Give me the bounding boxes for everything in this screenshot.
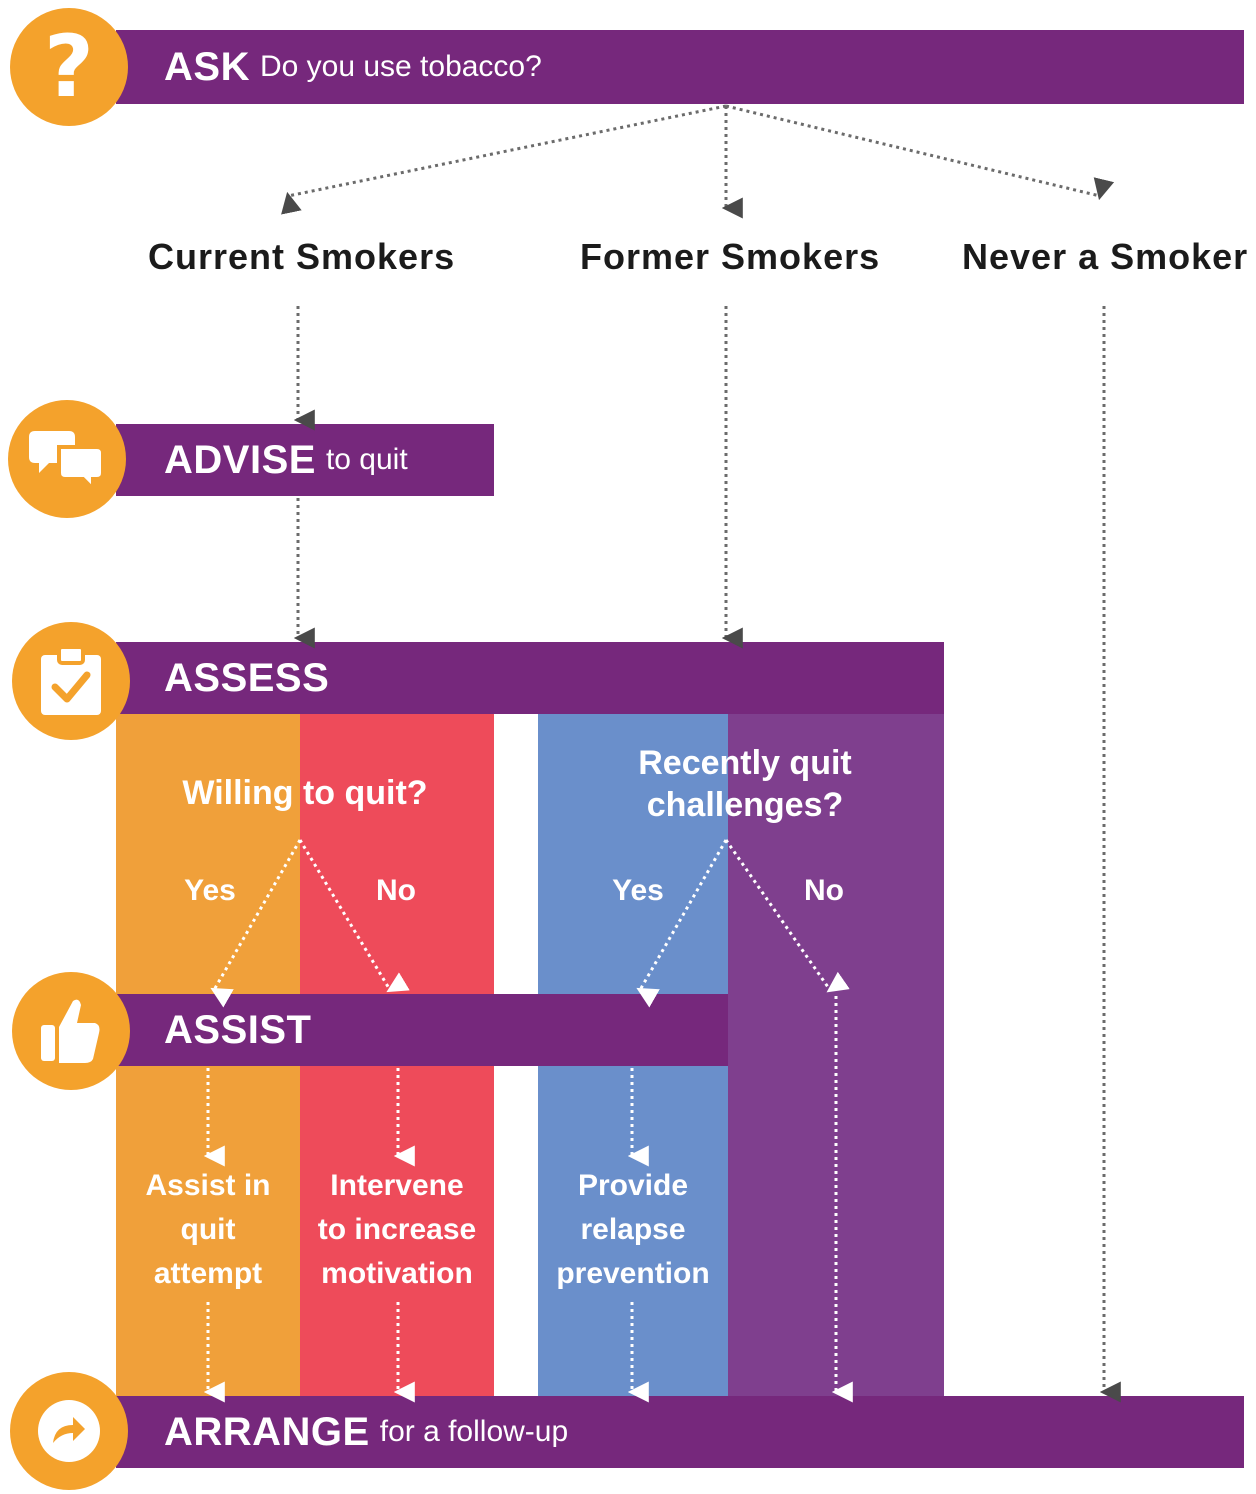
thumbs-up-icon (41, 999, 100, 1063)
speech-bubbles-icon (29, 431, 105, 491)
assist-keyword: ASSIST (164, 1007, 312, 1052)
assess-circle (12, 622, 130, 740)
relapse-prevention-text: Provide relapse prevention (556, 1169, 710, 1290)
category-former-smokers: Former Smokers (580, 236, 881, 277)
advise-text: to quit (325, 443, 408, 476)
recently-quit-yes-label: Yes (612, 874, 664, 907)
arrange-circle (10, 1372, 128, 1490)
advise-keyword: ADVISE (164, 437, 316, 482)
advise-circle (8, 400, 126, 518)
assist-bar: ASSIST (116, 994, 728, 1066)
ask-keyword: ASK (164, 44, 250, 89)
clipboard-check-icon (41, 645, 101, 715)
category-never-smoker: Never a Smoker (962, 236, 1249, 277)
arrow-recent-yes (636, 839, 728, 1008)
assess-bar: ASSESS (116, 642, 944, 714)
recently-quit-question-line2: challenges? (646, 786, 844, 824)
willing-yes-label: Yes (184, 874, 236, 907)
arrange-keyword: ARRANGE (164, 1409, 370, 1454)
willing-to-quit-question: Willing to quit? (182, 774, 428, 812)
arrow-ask-to-current (281, 104, 727, 215)
arrow-recent-no (724, 839, 850, 993)
assist-circle (12, 972, 130, 1090)
arrow-ask-to-never (725, 104, 1115, 201)
category-current-smokers: Current Smokers (148, 236, 456, 277)
recently-quit-question-line1: Recently quit (638, 744, 852, 782)
ask-bar: ASK Do you use tobacco? (116, 30, 1244, 104)
arrow-willing-no (298, 839, 410, 993)
arrange-text: for a follow-up (379, 1415, 569, 1448)
intervene-motivation-text: Intervene to increase motivation (317, 1169, 477, 1290)
advise-bar: ADVISE to quit (116, 424, 494, 496)
arrange-bar: ARRANGE for a follow-up (116, 1396, 1244, 1468)
assist-in-quit-attempt-text: Assist in quit attempt (145, 1169, 271, 1290)
share-arrow-icon (38, 1400, 100, 1462)
recently-quit-no-label: No (804, 874, 844, 907)
ask-question: Do you use tobacco? (259, 50, 542, 83)
ask-circle: ? (10, 8, 128, 126)
question-icon: ? (44, 17, 94, 117)
assess-keyword: ASSESS (164, 655, 330, 700)
willing-no-label: No (376, 874, 416, 907)
arrow-willing-yes (210, 839, 302, 1008)
